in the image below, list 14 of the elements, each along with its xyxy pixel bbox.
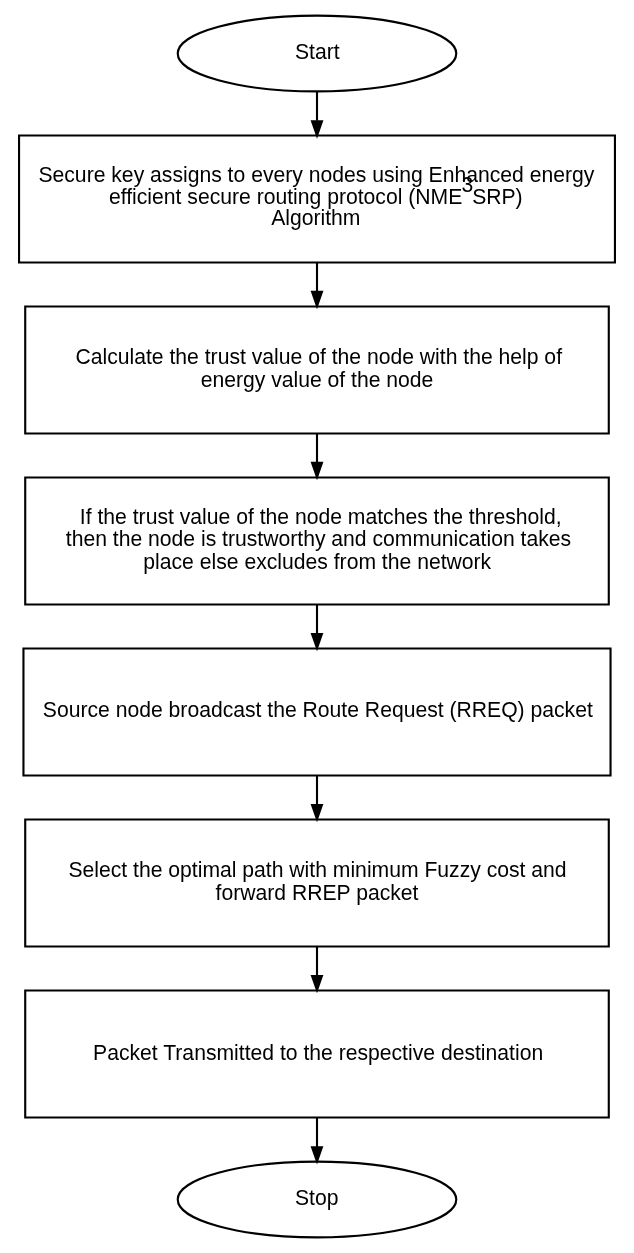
arrow <box>310 604 324 652</box>
arrow <box>310 91 324 139</box>
node-box: Calculate the trust value of the node with the help of energy value of the node <box>24 305 610 435</box>
node-box: Source node broadcast the Route Request (RREQ) packet <box>22 647 612 777</box>
node-ellipse: Start <box>176 14 458 93</box>
node-box: Packet Transmitted to the respective destination <box>24 989 610 1119</box>
arrow <box>310 1117 324 1165</box>
node-box: Select the optimal path with minimum Fuzzy cost and forward RREP packet <box>24 818 610 948</box>
arrow <box>310 775 324 823</box>
arrow <box>310 946 324 994</box>
node-ellipse: Stop <box>176 1160 458 1239</box>
arrow <box>310 262 324 310</box>
node-box: If the trust value of the node matches the threshold, then the node is trustworthy and communication takes place else excludes from the network <box>24 476 610 606</box>
arrow <box>310 433 324 481</box>
